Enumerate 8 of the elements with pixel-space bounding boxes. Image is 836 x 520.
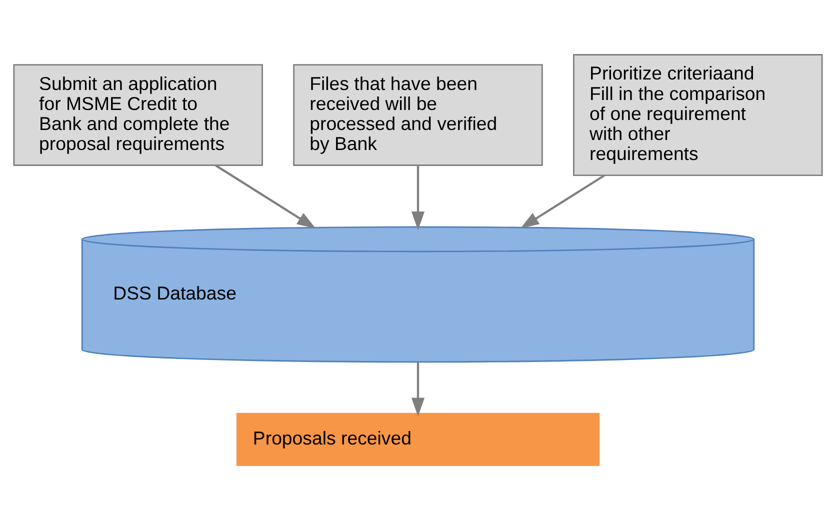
arrow xyxy=(411,362,425,416)
arrow xyxy=(520,174,605,228)
node-box: Proposals received xyxy=(236,412,600,466)
node-box: Prioritize criteriaand Fill in the comparison of one requirement with other requirements xyxy=(573,54,823,176)
arrow xyxy=(411,166,425,230)
node-box: Submit an application for MSME Credit to Bank and complete the proposal requirements xyxy=(13,64,263,166)
node-box: Files that have been received will be processed and verified by Bank xyxy=(293,64,543,166)
arrow xyxy=(215,164,316,229)
